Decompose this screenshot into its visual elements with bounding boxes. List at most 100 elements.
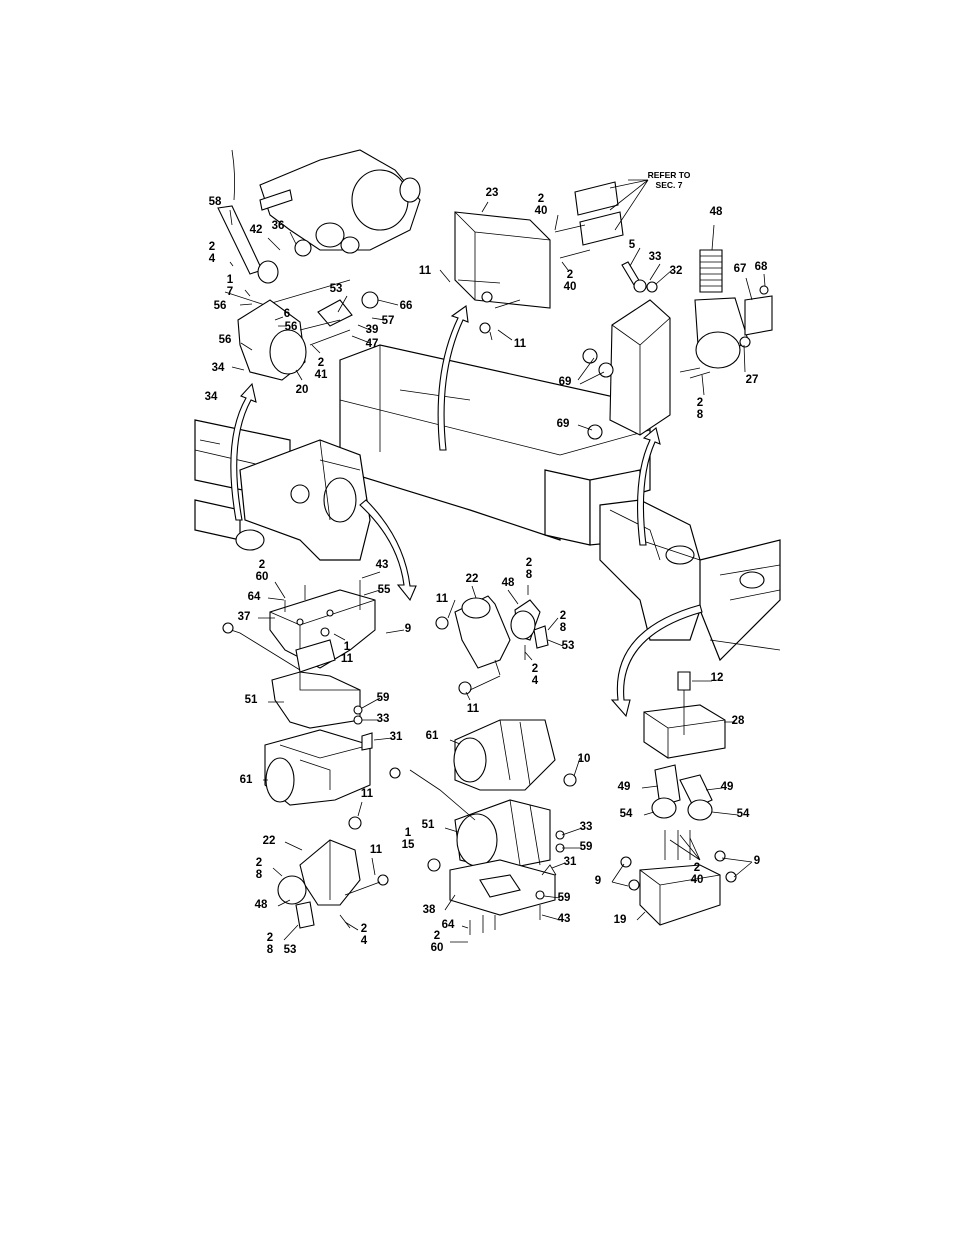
- callout-number: 22: [263, 835, 276, 847]
- callout-c38: 38: [423, 904, 436, 916]
- callout-c2-8e: 28: [267, 932, 274, 956]
- callout-c12: 12: [711, 672, 724, 684]
- callout-number: 2: [209, 241, 215, 253]
- callout-number: 61: [426, 730, 439, 742]
- callout-number: 59: [377, 692, 390, 704]
- callout-number: 32: [670, 265, 683, 277]
- boom-assembly: [194, 344, 781, 662]
- callout-number: 66: [400, 300, 413, 312]
- callout-number: 2: [259, 559, 265, 571]
- callout-number: 48: [255, 899, 268, 911]
- callout-c54a: 54: [620, 808, 633, 820]
- callout-c49b: 49: [721, 781, 734, 793]
- callout-c37: 37: [238, 611, 251, 623]
- callout-number: 48: [710, 206, 723, 218]
- callout-c49a: 49: [618, 781, 631, 793]
- callout-number: 11: [514, 338, 527, 350]
- callout-number: 54: [620, 808, 633, 820]
- callout-number: 5: [629, 239, 636, 251]
- callout-c34b: 34: [205, 391, 218, 403]
- callout-number: 8: [526, 569, 533, 581]
- callout-number: 47: [366, 338, 379, 350]
- callout-number: 8: [256, 869, 263, 881]
- callout-number: 11: [361, 788, 374, 800]
- callout-number: 56: [214, 300, 227, 312]
- callout-c48c: 48: [255, 899, 268, 911]
- callout-number: 68: [755, 261, 768, 273]
- callout-number: 8: [560, 622, 567, 634]
- callout-c10: 10: [578, 753, 591, 765]
- callout-c11f: 11: [370, 844, 383, 856]
- callout-c42: 42: [250, 224, 263, 236]
- callout-number: 20: [296, 384, 309, 396]
- callout-number: 43: [558, 913, 571, 925]
- callout-number: 33: [377, 713, 390, 725]
- callout-c1-15: 115: [402, 827, 415, 851]
- callout-c2-41: 241: [315, 357, 328, 381]
- switch-bracket-assembly: [554, 179, 773, 440]
- callout-c22b: 22: [263, 835, 276, 847]
- callout-number: 9: [595, 875, 601, 887]
- callout-number: 11: [370, 844, 383, 856]
- callout-number: 27: [746, 374, 759, 386]
- callout-number: 42: [250, 224, 263, 236]
- callout-number: 33: [580, 821, 593, 833]
- callout-c54b: 54: [737, 808, 750, 820]
- callout-c2-40c: 240: [691, 862, 704, 886]
- callout-number: 51: [245, 694, 258, 706]
- callout-number: 2: [361, 923, 367, 935]
- callout-number: 22: [466, 573, 479, 585]
- callout-number: 36: [272, 220, 285, 232]
- callout-c1-7: 17: [227, 274, 234, 298]
- callout-number: 59: [580, 841, 593, 853]
- cover-box-23: [454, 211, 551, 334]
- callout-c67: 67: [734, 263, 747, 275]
- callout-c11c: 11: [436, 593, 449, 605]
- callout-number: 53: [284, 944, 297, 956]
- callout-number: 2: [318, 357, 324, 369]
- callout-c48a: 48: [710, 206, 723, 218]
- callout-c32: 32: [670, 265, 683, 277]
- callout-number: 10: [578, 753, 591, 765]
- callout-c11e: 11: [361, 788, 374, 800]
- valve-block-assembly: [620, 671, 737, 926]
- callout-number: 23: [486, 187, 499, 199]
- callout-number: 28: [732, 715, 745, 727]
- callout-number: 51: [422, 819, 435, 831]
- callout-number: 40: [564, 281, 577, 293]
- callout-c2-8c: 28: [560, 610, 567, 634]
- callout-number: 2: [434, 930, 440, 942]
- winch-bracket-37: [222, 580, 376, 806]
- callout-number: 4: [361, 935, 368, 947]
- callout-number: 59: [558, 892, 571, 904]
- callout-number: 6: [284, 308, 290, 320]
- callout-c2-4b: 24: [532, 663, 539, 687]
- callout-number: 8: [697, 409, 704, 421]
- callout-number: 9: [754, 855, 760, 867]
- callout-number: 69: [559, 376, 572, 388]
- callout-c53c: 53: [284, 944, 297, 956]
- callout-number: 56: [219, 334, 232, 346]
- callout-number: 53: [330, 283, 343, 295]
- callout-number: 11: [436, 593, 449, 605]
- callout-c2-60a: 260: [256, 559, 269, 583]
- callout-number: 8: [267, 944, 274, 956]
- callout-number: 11: [467, 703, 480, 715]
- callout-c64b: 64: [442, 919, 455, 931]
- callout-number: 43: [376, 559, 389, 571]
- callout-number: 49: [618, 781, 631, 793]
- callout-c56b: 56: [285, 321, 298, 333]
- callout-c61a: 61: [240, 774, 253, 786]
- callout-c59b: 59: [580, 841, 593, 853]
- callout-c66: 66: [400, 300, 413, 312]
- callout-c56c: 56: [219, 334, 232, 346]
- callout-number: 31: [390, 731, 403, 743]
- callout-number: 41: [315, 369, 328, 381]
- callout-number: 2: [267, 932, 273, 944]
- callout-number: 1: [344, 641, 351, 653]
- callout-number: 61: [240, 774, 253, 786]
- callout-number: 60: [431, 942, 444, 954]
- callout-c6: 6: [284, 308, 290, 320]
- callout-c51a: 51: [245, 694, 258, 706]
